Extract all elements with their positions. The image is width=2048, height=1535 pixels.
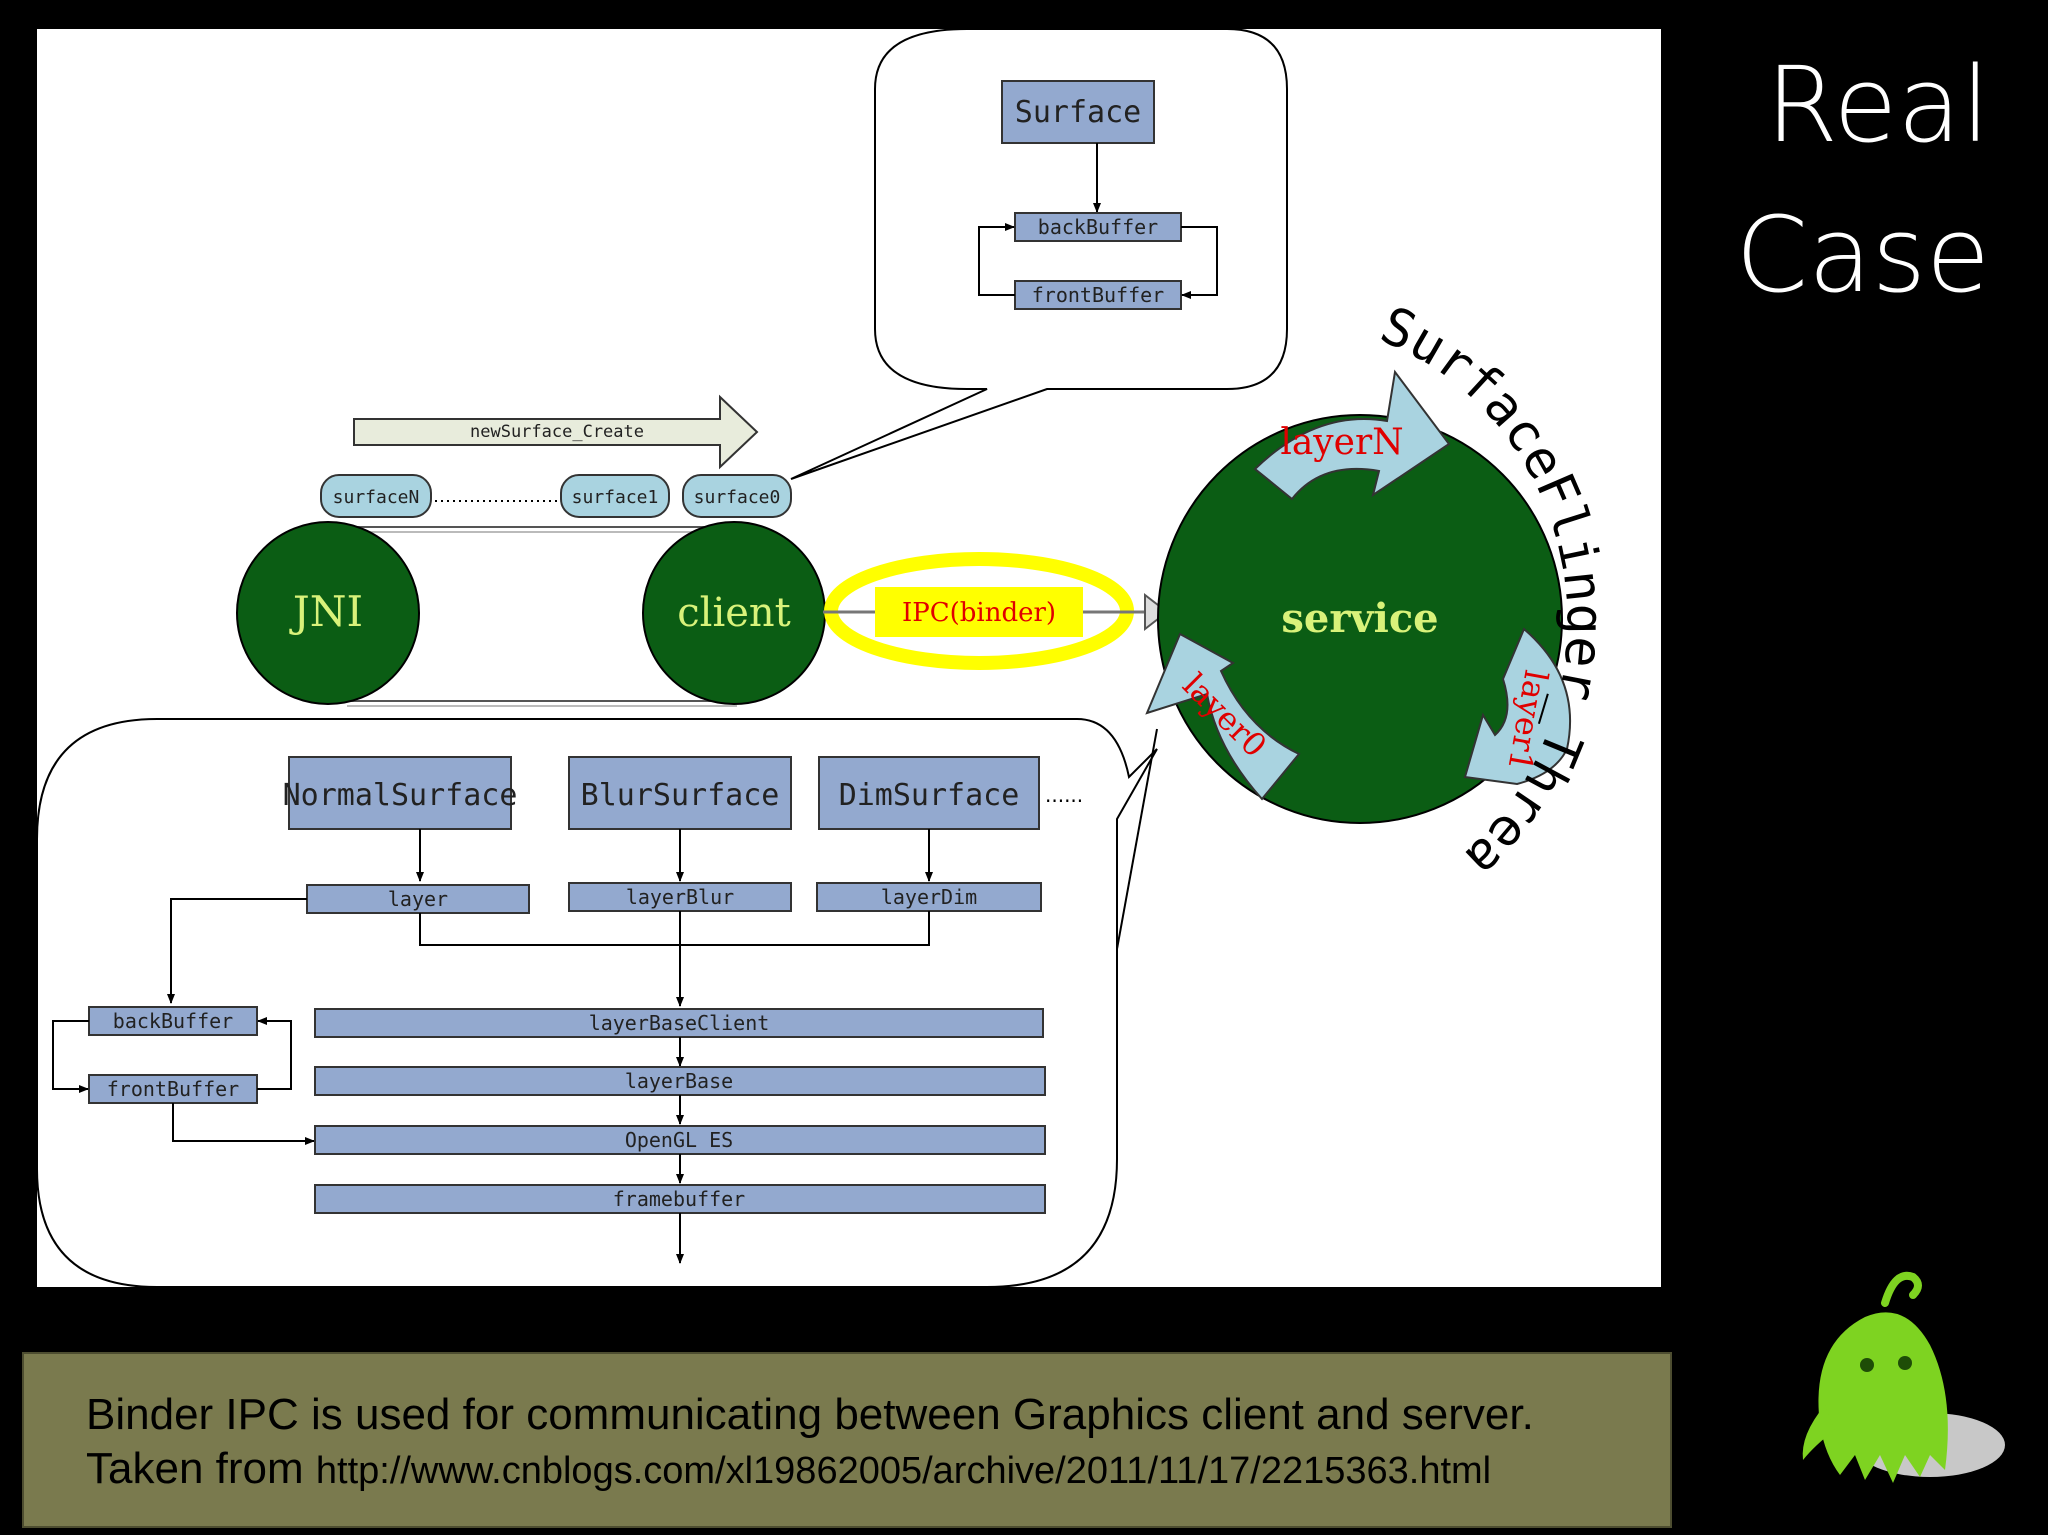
dimsurface-label: DimSurface — [839, 778, 1020, 813]
service-label: service — [1281, 595, 1438, 642]
top-frontbuffer-label: frontBuffer — [1032, 283, 1164, 307]
client-label: client — [677, 590, 791, 636]
ipc-binder: IPC(binder) — [823, 552, 1169, 670]
dimsurface-box: DimSurface — [818, 756, 1040, 830]
surface0-pill: surface0 — [682, 474, 792, 518]
mascot-icon — [1755, 1255, 2015, 1509]
title-line-1: Real — [1765, 44, 1990, 166]
surfaceN-pill: surfaceN — [320, 474, 432, 518]
layerN-arrow: layerN — [1253, 369, 1451, 501]
top-callout — [790, 29, 1288, 480]
layerbase-box: layerBase — [314, 1066, 1046, 1096]
opengl-label: OpenGL ES — [625, 1128, 733, 1152]
newsurface-create-label: newSurface_Create — [470, 422, 644, 442]
title-line-2: Case — [1735, 194, 1990, 316]
bottom-backbuffer-box: backBuffer — [88, 1006, 258, 1036]
surface0-label: surface0 — [694, 487, 781, 508]
layerdim-label: layerDim — [881, 885, 977, 909]
caption-line-2: Taken from http://www.cnblogs.com/xl1986… — [86, 1444, 1491, 1494]
normalsurface-box: NormalSurface — [283, 756, 518, 830]
ipc-label: IPC(binder) — [902, 598, 1056, 628]
surface1-label: surface1 — [572, 487, 659, 508]
caption-line-1: Binder IPC is used for communicating bet… — [86, 1390, 1534, 1439]
top-surface-box: Surface — [1001, 80, 1155, 144]
top-frontbuffer-box: frontBuffer — [1014, 280, 1182, 310]
newsurface-create-arrow: newSurface_Create — [353, 394, 759, 470]
layer1-arrow: layer1 — [1463, 627, 1571, 786]
layerbaseclient-box: layerBaseClient — [314, 1008, 1044, 1038]
layerdim-box: layerDim — [816, 882, 1042, 912]
jni-node: JNI — [236, 521, 420, 705]
service-node: service — [1157, 414, 1563, 824]
top-surface-label: Surface — [1015, 95, 1141, 130]
layerblur-box: layerBlur — [568, 882, 792, 912]
opengl-box: OpenGL ES — [314, 1125, 1046, 1155]
caption-source-link[interactable]: http://www.cnblogs.com/xl19862005/archiv… — [315, 1450, 1492, 1492]
caption-box: Binder IPC is used for communicating bet… — [22, 1352, 1672, 1528]
layer-label: layer — [388, 887, 448, 911]
layer-box: layer — [306, 884, 530, 914]
layerN-label: layerN — [1280, 422, 1403, 463]
layerbase-label: layerBase — [625, 1069, 733, 1093]
framebuffer-label: framebuffer — [613, 1187, 745, 1211]
normalsurface-label: NormalSurface — [283, 778, 518, 813]
surface1-pill: surface1 — [560, 474, 670, 518]
top-backbuffer-box: backBuffer — [1014, 212, 1182, 242]
bottom-frontbuffer-box: frontBuffer — [88, 1074, 258, 1104]
bottom-backbuffer-label: backBuffer — [113, 1009, 233, 1033]
framebuffer-box: framebuffer — [314, 1184, 1046, 1214]
top-backbuffer-label: backBuffer — [1038, 215, 1158, 239]
surfaceN-label: surfaceN — [333, 487, 420, 508]
bottom-frontbuffer-label: frontBuffer — [107, 1077, 239, 1101]
layerbaseclient-label: layerBaseClient — [589, 1011, 770, 1035]
blursurface-box: BlurSurface — [568, 756, 792, 830]
layerblur-label: layerBlur — [626, 885, 734, 909]
slide-title: Real Case — [1735, 30, 1990, 330]
client-node: client — [642, 521, 826, 705]
caption-prefix: Taken from — [86, 1444, 316, 1493]
surfaceflinger-diagram: Surface backBuffer frontBuffer newSurfac… — [37, 29, 1661, 1287]
more-surfaces-dots: ...... — [1045, 783, 1083, 807]
jni-label: JNI — [289, 587, 363, 636]
blursurface-label: BlurSurface — [581, 778, 780, 813]
